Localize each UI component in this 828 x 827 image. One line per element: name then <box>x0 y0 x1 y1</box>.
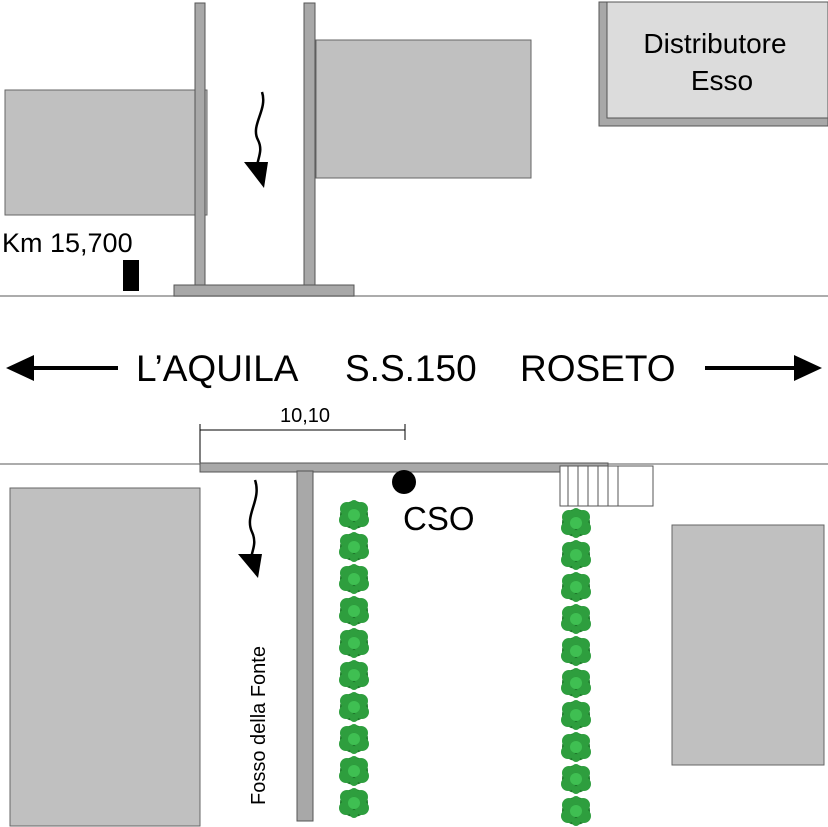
building-sw <box>9 487 201 827</box>
dimension-line <box>199 424 406 465</box>
building-n-center <box>315 39 532 179</box>
distributor-building <box>606 1 828 119</box>
culvert-headwall-north <box>173 284 355 297</box>
destination-right: ROSETO <box>520 348 676 389</box>
tree-canopy-icon <box>339 564 369 594</box>
cso-label: CSO <box>403 500 475 537</box>
tree-canopy-icon <box>339 788 369 818</box>
tree-canopy-icon <box>561 668 591 698</box>
km-marker-label: Km 15,700 <box>2 228 133 258</box>
tree-canopy-icon <box>561 732 591 762</box>
km-post-icon <box>123 260 139 291</box>
curved-arrow-down-icon <box>244 91 268 188</box>
tree-canopy-icon <box>339 500 369 530</box>
tree-canopy-icon <box>339 532 369 562</box>
stairs <box>559 465 654 507</box>
tree-row-left <box>339 500 369 818</box>
channel-wall-west-north <box>194 2 206 294</box>
tree-canopy-icon <box>339 756 369 786</box>
channel-wall-east-north <box>303 2 316 294</box>
road-name: S.S.150 <box>345 348 477 389</box>
tree-canopy-icon <box>561 508 591 538</box>
curved-arrow-down-icon-south <box>238 479 262 578</box>
long-arrow-icon-right <box>705 355 822 381</box>
tree-canopy-icon <box>561 604 591 634</box>
tree-canopy-icon <box>561 572 591 602</box>
tree-canopy-icon <box>339 724 369 754</box>
tree-canopy-icon <box>561 700 591 730</box>
channel-label: Fosso della Fonte <box>248 646 270 805</box>
distributor-label-line1: Distributore <box>643 28 786 59</box>
distributor-label-line2: Esso <box>691 65 753 96</box>
filled-circle-icon <box>392 470 416 494</box>
channel-wall-south <box>296 470 314 822</box>
building-se <box>671 524 825 766</box>
tree-canopy-icon <box>339 660 369 690</box>
tree-canopy-icon <box>561 796 591 826</box>
tree-canopy-icon <box>339 692 369 722</box>
tree-canopy-icon <box>339 628 369 658</box>
building-nw <box>4 89 208 216</box>
tree-canopy-icon <box>561 540 591 570</box>
tree-canopy-icon <box>561 636 591 666</box>
tree-canopy-icon <box>339 596 369 626</box>
destination-left: L’AQUILA <box>136 348 299 389</box>
dimension-label: 10,10 <box>280 405 330 427</box>
tree-canopy-icon <box>561 764 591 794</box>
long-arrow-icon-left <box>6 355 118 381</box>
tree-row-right <box>561 508 591 826</box>
